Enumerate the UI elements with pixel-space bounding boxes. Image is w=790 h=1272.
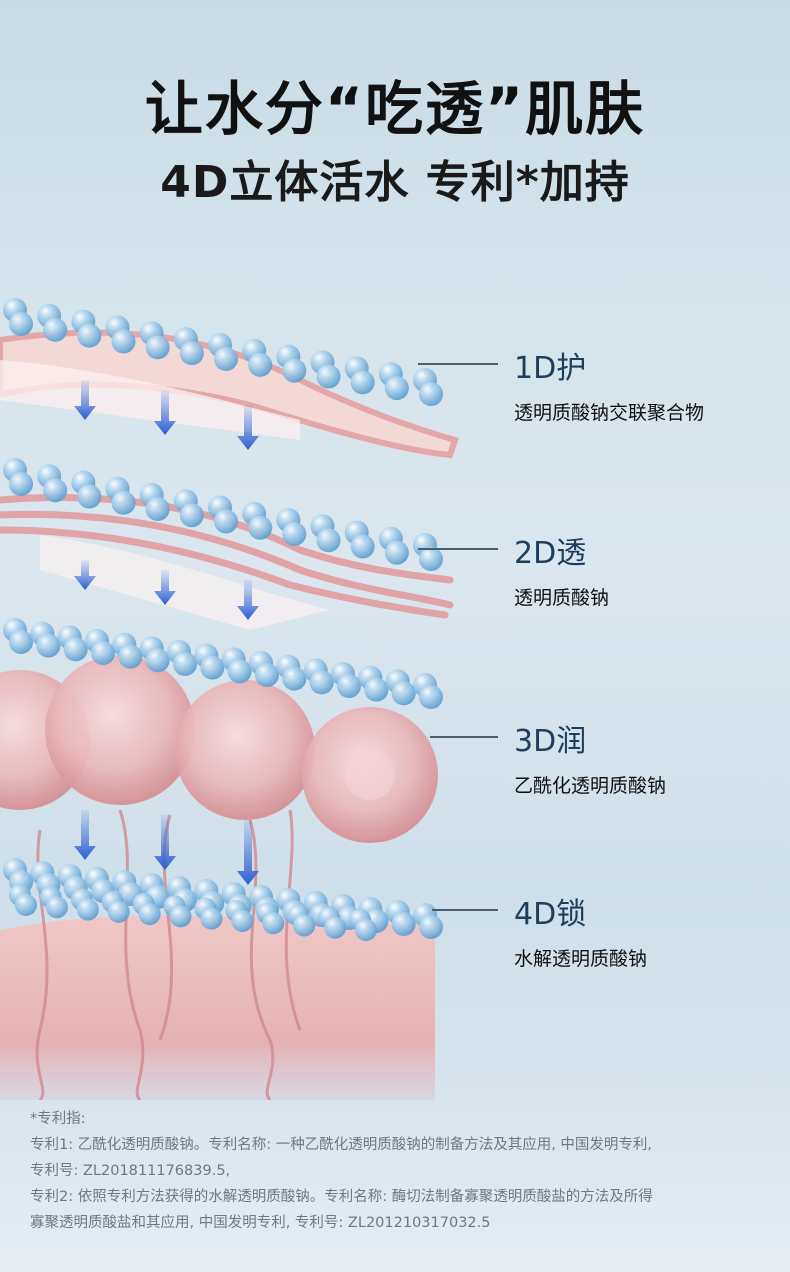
water-bead-icon [282,666,307,691]
water-bead-icon [179,503,204,528]
water-bead-icon [384,376,409,401]
water-bead-icon [173,652,197,676]
layer-4d-skin [0,809,435,1100]
water-bead-icon [43,478,68,503]
down-arrow-icon [237,820,259,885]
water-bead-icon [107,900,130,923]
layer-2d-desc: 透明质酸钠 [514,587,610,609]
water-bead-icon [118,644,143,669]
water-bead-icon [76,898,99,921]
water-bead-icon [77,484,102,509]
down-arrow-icon [154,390,176,435]
water-bead-icon [145,648,170,673]
down-arrow-icon [74,810,96,860]
water-bead-icon [293,914,316,937]
down-arrow-icon [154,570,176,605]
water-bead-icon [282,358,307,383]
page-title: 让水分“吃透”肌肤 [144,75,646,143]
down-arrow-icon [237,580,259,620]
footnote-line: 专利号: ZL201811176839.5, [30,1163,231,1179]
leader-line-2d [418,548,498,550]
layer-3d-name: 3D润 [514,724,587,759]
footnote-line: 寡聚透明质酸盐和其应用, 中国发明专利, 专利号: ZL201210317032… [30,1215,491,1231]
skin-layers-illustration [0,298,459,1100]
water-bead-icon [138,903,161,926]
leader-line-3d [430,736,498,738]
down-arrow-icon [154,815,176,870]
water-bead-icon [419,685,443,709]
layer-4d-name: 4D锁 [514,897,587,932]
down-arrow-icon [74,380,96,420]
water-bead-icon [384,540,409,565]
down-arrows [74,380,259,885]
water-bead-icon [77,323,102,348]
layer-1d-name: 1D护 [514,351,587,386]
leader-line-4d [432,909,498,911]
water-bead-icon [9,472,33,496]
water-bead-icon [179,341,204,366]
water-bead-icon [214,509,238,534]
water-bead-icon [145,497,170,521]
page-subtitle: 4D立体活水 专利*加持 [160,157,630,208]
water-bead-icon [309,670,334,695]
layer-4d-desc: 水解透明质酸钠 [514,948,648,970]
layer-1d-desc: 透明质酸钠交联聚合物 [514,402,705,424]
patent-footnote: *专利指: 专利1: 乙酰化透明质酸钠。专利名称: 一种乙酰化透明质酸钠的制备方… [30,1106,770,1236]
layer-3d-spheres [0,655,438,843]
water-bead-icon [282,522,307,546]
water-bead-icon [355,919,377,941]
water-bead-icon [111,490,136,515]
water-bead-icon [227,659,252,684]
water-bead-icon [350,534,375,559]
water-bead-icon [9,630,33,654]
sphere-icon [45,655,195,805]
water-bead-icon [145,335,170,360]
water-bead-icon [63,637,88,662]
water-bead-icon [364,677,389,702]
water-bead-icon [391,681,416,706]
water-bead-icon [200,907,223,930]
water-bead-icon [111,329,136,354]
water-bead-icon [316,528,341,553]
water-bead-icon [231,909,254,932]
water-bead-icon [15,894,37,916]
water-bead-icon [350,370,375,395]
water-bead-icon [419,382,443,406]
layer-3d-desc: 乙酰化透明质酸钠 [514,775,667,797]
water-bead-icon [91,641,115,665]
water-bead-icon [391,912,416,936]
water-bead-icon [9,312,33,336]
footnote-heading: *专利指: [30,1111,86,1127]
water-bead-icon [316,364,341,389]
water-bead-icon [262,912,285,935]
water-bead-icon [419,915,443,939]
water-bead-icon [36,633,61,658]
water-beads [3,298,443,941]
water-bead-icon [419,547,443,571]
water-bead-icon [248,352,273,377]
water-bead-icon [248,515,273,540]
water-bead-icon [214,347,238,371]
water-bead-icon [200,655,225,680]
footnote-line: 专利2: 依照专利方法获得的水解透明质酸钠。专利名称: 酶切法制备寡聚透明质酸盐… [30,1189,653,1205]
water-bead-icon [255,663,279,687]
layer-2d-name: 2D透 [514,536,587,571]
leader-line-1d [418,363,498,365]
sphere-icon [175,680,315,820]
water-bead-icon [337,674,361,698]
water-bead-icon [324,916,347,939]
water-bead-icon [45,896,68,919]
down-arrow-icon [74,560,96,590]
water-bead-icon [43,317,68,342]
footnote-line: 专利1: 乙酰化透明质酸钠。专利名称: 一种乙酰化透明质酸钠的制备方法及其应用,… [30,1137,653,1153]
water-bead-icon [169,905,192,928]
down-arrow-icon [237,405,259,450]
